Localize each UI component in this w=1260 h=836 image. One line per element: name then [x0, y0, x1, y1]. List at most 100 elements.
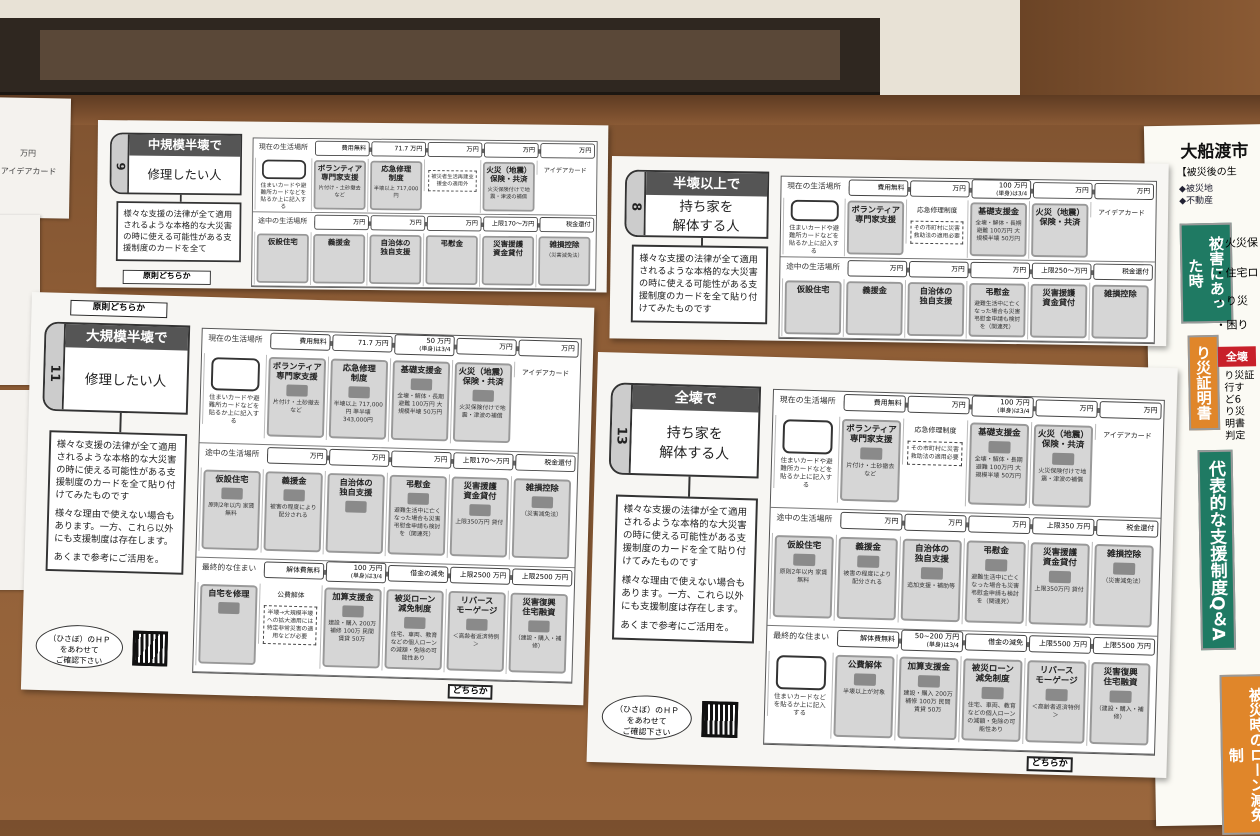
card-title: アイデアカード: [521, 368, 570, 378]
card-face: 雑損控除: [1091, 284, 1149, 340]
support-card: 弔慰金避難生活中に亡くなった場合も災害弔慰金申請も検討を（関連死）: [384, 472, 450, 558]
website-speech-bubble: （ひさぼ）のＨＰ をあわせて ご確認下さい: [601, 694, 693, 741]
card-illustration: [1112, 562, 1135, 576]
description-box: 様々な支援の法律が全て適用されるような本格的な大災害の時に使える可能性がある支援…: [115, 201, 242, 263]
support-card: 基礎支援金全壊・解体・長期避難 100万円 大規模半壊 50万円: [966, 200, 1030, 259]
support-card: アイデアカード: [513, 361, 577, 380]
amount-text: 万円: [352, 218, 366, 226]
poster-item: ・火災保: [1213, 236, 1259, 250]
support-card: 弔慰金避難生活中に亡くなった場合も災害弔慰金申請も検討を（関連死）: [961, 538, 1028, 627]
card-note: 追加支援・補助等: [906, 581, 956, 591]
amount-tag: 費用無料: [843, 393, 906, 413]
row-label: 途中の生活場所: [204, 448, 260, 459]
card-illustration: [344, 500, 367, 513]
card-title: 弔慰金: [440, 239, 464, 249]
amount-tag: 万円: [483, 142, 539, 159]
window-frame: [0, 18, 880, 98]
card-illustration: [468, 504, 491, 517]
card-title: [425, 165, 480, 166]
card-title: 災害援護 資金貸付: [1042, 288, 1076, 309]
card-face: 災害復興 住宅融資（建設・購入・補修）: [508, 592, 568, 674]
card-title: アイデアカード: [1102, 431, 1152, 441]
card-title: 被災ローン 減免制度: [394, 594, 436, 615]
card-face: リバース モーゲージ＜高齢者返済特例＞: [446, 590, 506, 672]
card-face: 弔慰金避難生活中に亡くなった場合も災害弔慰金申請も検討を（関連死）: [964, 540, 1026, 624]
card-face: 弔慰金避難生活中に亡くなった場合も災害弔慰金申請も検討を（関連死）: [387, 474, 448, 556]
card-face: 弔慰金避難生活中に亡くなった場合も災害弔慰金申請も検討を（関連死）: [968, 282, 1026, 338]
amount-tag: 万円: [328, 448, 390, 467]
support-card: 住まいカードや避難所カードなどを貼るか上に記入する: [782, 197, 845, 256]
amount-text: 税金還付: [1122, 267, 1150, 276]
card-face: 応急修理 制度半壊以上 717,000円: [369, 160, 423, 211]
card-row: 住まいカードや避難所カードなどを貼るか上に記入するボランティア 専門家支援片付け…: [253, 156, 597, 215]
amount-tag: 万円: [907, 395, 970, 415]
card-title: 基礎支援金: [978, 207, 1020, 218]
support-card: 基礎支援金全壊・解体・長期避難 100万円 大規模半壊 50万円: [964, 420, 1032, 509]
card-face: 仮設住宅: [784, 280, 842, 335]
support-card: 災害援護 資金貸付: [479, 234, 536, 288]
support-card: 義援金: [310, 232, 367, 286]
poster-certificate-line: 行す: [1224, 382, 1245, 394]
amount-text: 万円: [522, 146, 536, 154]
amount-tag: 借金の減免: [387, 564, 449, 584]
amount-tag: 万円: [904, 513, 967, 533]
card-title: 仮設住宅: [267, 237, 298, 248]
card-title: リバース モーゲージ: [1035, 665, 1078, 687]
card-note: 原則2年以内 家賃無料: [208, 501, 255, 518]
card-illustration: [403, 616, 426, 630]
card-illustration: [1048, 570, 1071, 584]
card-illustration: [856, 555, 879, 568]
card-face: ボランティア 専門家支援: [846, 200, 905, 256]
card-row: 住まいカードなどを貼るか上に記入する公費解体半壊以上が対象加算支援金建設・購入 …: [764, 648, 1157, 754]
card-face: 仮設住宅: [256, 233, 309, 284]
card-face: 火災（地震） 保険・共済火災保険付けで地震・津波の補償: [452, 362, 513, 444]
card-illustration: [1108, 690, 1132, 704]
card-title: アイデアカード: [543, 166, 587, 175]
amount-tag: 借金の減免: [964, 633, 1028, 653]
support-card: 雑損控除: [1088, 282, 1151, 342]
card-row: 仮設住宅義援金自治体の 独自支援弔慰金災害援護 資金貸付雑損控除（災害減免法）: [252, 230, 596, 289]
support-card: 被災ローン 減免制度住宅、車両、教育などの個人ローンの減額・免除の可能性あり: [958, 656, 1025, 744]
card-face: 災害援護 資金貸付: [481, 235, 535, 286]
card-note: （建設・購入・補修）: [1095, 705, 1144, 721]
amount-text: 税金還付: [544, 458, 572, 468]
amount-text: 万円: [466, 145, 479, 154]
amount-subtext: (単身)は3/4: [997, 407, 1030, 416]
card-title: 火災（地震） 保険・共済: [1037, 429, 1090, 451]
card-note: （災害減免法）: [521, 510, 563, 519]
support-card: 災害援護 資金貸付上限350万円 貸付: [446, 474, 512, 560]
card-face: 災害援護 資金貸付: [1029, 283, 1088, 339]
card-face: 火災（地震） 保険・共済火災保険付けで地震・津波の補償: [1031, 424, 1094, 508]
card-note: 片付け・土砂撤去など: [272, 398, 320, 415]
card-face: 自治体の 独自支援追加支援・補助等: [900, 538, 962, 623]
support-card: 雑損控除（災害減免法）: [508, 476, 574, 562]
amount-text: 万円: [499, 342, 513, 352]
sheet-title: 持ち家を 解体する人: [672, 199, 740, 235]
card-title: 仮設住宅: [787, 540, 822, 552]
card-note: 全壊・解体・長期避難 100万円 大規模半壊 50万円: [974, 455, 1023, 480]
description-text: 様々な支援の法律が全て適用されるような本格的な大災害の時に使える可能性がある支援…: [638, 253, 759, 315]
row-label: 途中の生活場所: [257, 216, 308, 226]
card-note: 避難生活中に亡くなった場合も災害弔慰金申請も検討を（関連死）: [393, 506, 441, 539]
card-title: 自治体の 独自支援: [339, 478, 373, 499]
either-arrow-label: 原則どちらか: [70, 299, 168, 319]
amount-tag: 100 万円(単身)は3/4: [971, 179, 1032, 200]
website-speech-bubble: （ひさぼ）のＨＰ をあわせて ご確認下さい: [35, 623, 124, 670]
card-illustration: [984, 558, 1007, 572]
support-card: リバース モーゲージ＜高齢者返済特例＞: [443, 588, 508, 674]
card-title: 応急修理 制度: [342, 363, 376, 384]
support-card: 被災者生活再建支援金の適用外: [423, 159, 481, 192]
amount-subtext: (単身)は3/4: [419, 345, 451, 354]
amount-tag: 上限2500 万円: [449, 566, 511, 585]
card-title: 雑損控除: [1103, 289, 1137, 300]
support-card: 応急修理制度その市町村に災害救助法の適用必要: [905, 199, 968, 245]
card-face: 応急修理 制度半壊以上 717,000円 準半壊 343,000円: [328, 358, 389, 440]
card-face: ボランティア 専門家支援片付け・土砂撤去など: [313, 160, 366, 210]
description-text: あくまで参考にご活用を。: [53, 551, 165, 566]
